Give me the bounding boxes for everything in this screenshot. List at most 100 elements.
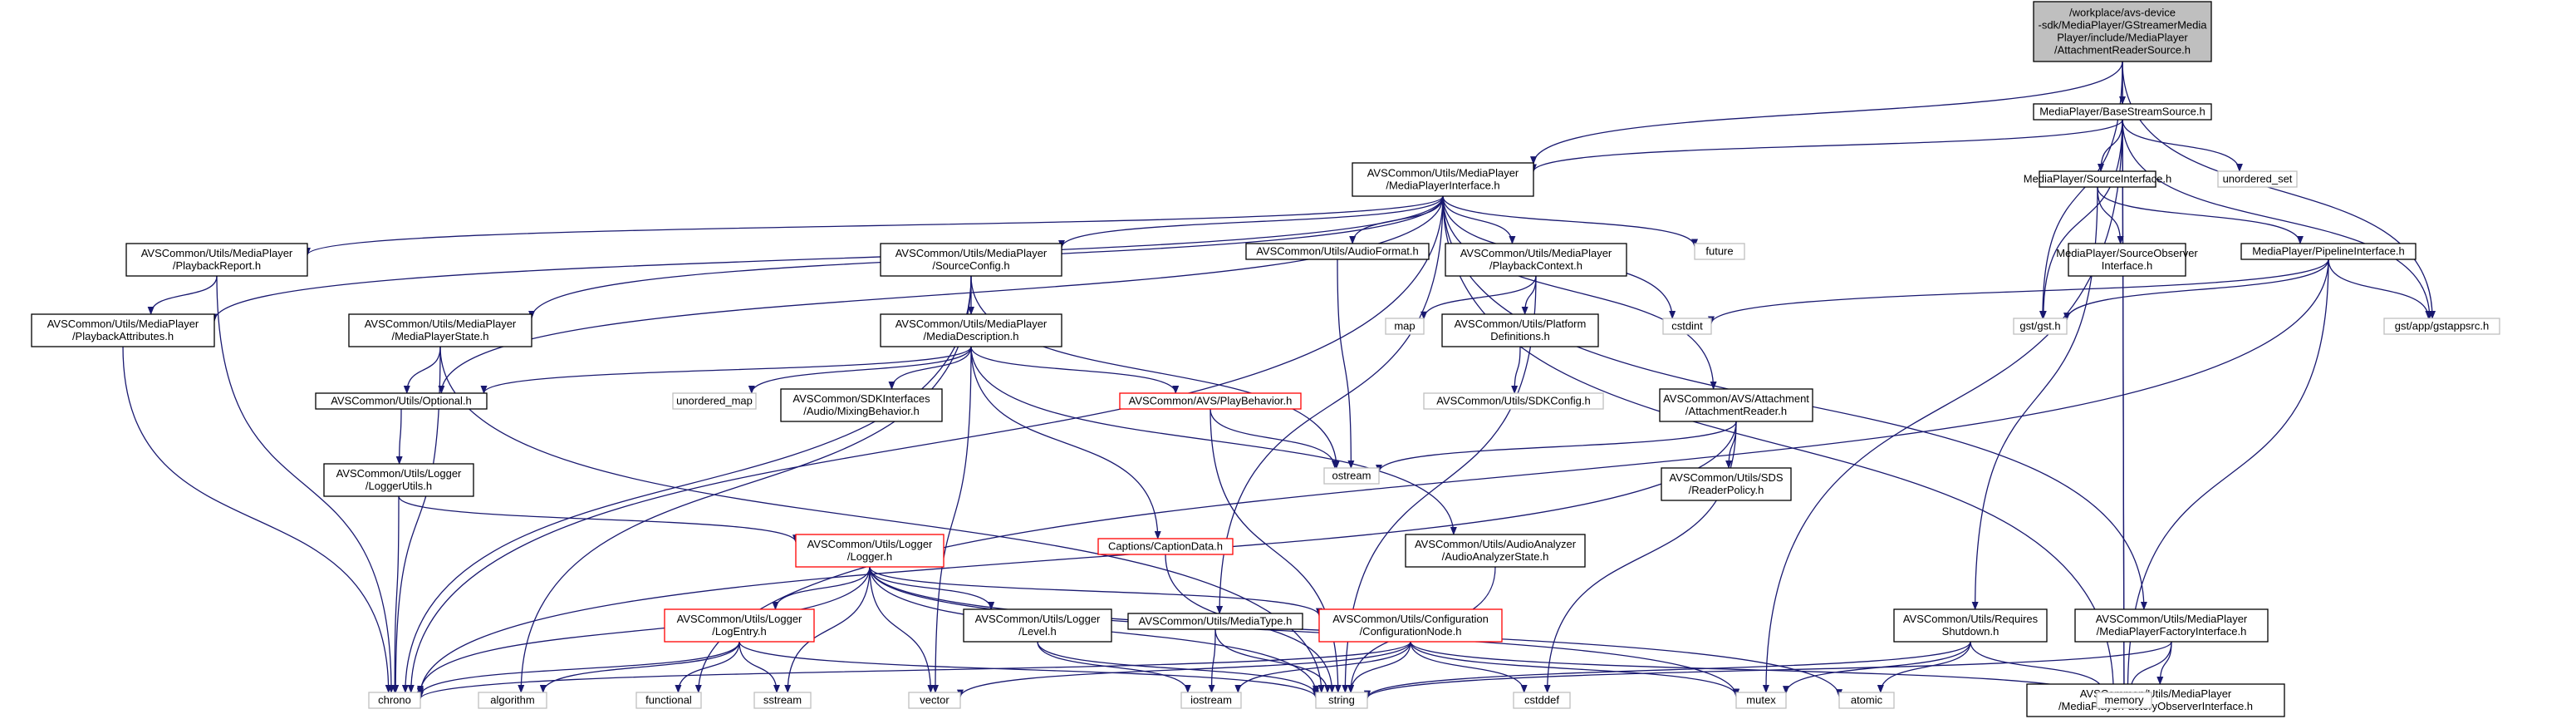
node-logger[interactable]: AVSCommon/Utils/Logger/Logger.h bbox=[795, 534, 945, 568]
node-label-iostream: iostream bbox=[1190, 694, 1232, 707]
node-label-playbackattr: AVSCommon/Utils/MediaPlayer bbox=[47, 318, 199, 330]
node-gst: gst/gst.h bbox=[2013, 318, 2068, 335]
edge-pipeline-to-cstdint bbox=[1708, 259, 2329, 325]
node-playbackctx[interactable]: AVSCommon/Utils/MediaPlayer/PlaybackCont… bbox=[1445, 243, 1627, 277]
node-box-string bbox=[1315, 692, 1368, 709]
edge-loggerutils-to-chrono bbox=[391, 495, 400, 693]
node-label-mixing: AVSCommon/SDKInterfaces bbox=[792, 392, 930, 405]
node-pipeline[interactable]: MediaPlayer/PipelineInterface.h bbox=[2240, 243, 2417, 260]
node-atomic: atomic bbox=[1838, 692, 1895, 709]
node-box-map bbox=[1385, 318, 1425, 335]
node-playbehavior[interactable]: AVSCommon/AVS/PlayBehavior.h bbox=[1119, 392, 1302, 410]
node-root[interactable]: /workplace/avs-device-sdk/MediaPlayer/GS… bbox=[2033, 1, 2212, 62]
node-box-functional bbox=[635, 692, 702, 709]
node-mediadesc[interactable]: AVSCommon/Utils/MediaPlayer/MediaDescrip… bbox=[880, 313, 1062, 347]
node-label-playbehavior: AVSCommon/AVS/PlayBehavior.h bbox=[1129, 395, 1293, 407]
node-label-sourceobs: Interface.h bbox=[2102, 259, 2152, 272]
edge-playbackattr-to-chrono bbox=[122, 346, 392, 693]
node-sstream: sstream bbox=[753, 692, 812, 709]
edge-logger-to-logentry bbox=[772, 566, 871, 610]
node-label-platformdefs: AVSCommon/Utils/Platform bbox=[1455, 318, 1587, 330]
node-mutex: mutex bbox=[1735, 692, 1787, 709]
node-mpfactoryobs[interactable]: AVSCommon/Utils/MediaPlayer/MediaPlayerF… bbox=[2026, 683, 2285, 717]
edge-mpi-to-chrono bbox=[407, 195, 1444, 693]
node-readerpolicy[interactable]: AVSCommon/Utils/SDS/ReaderPolicy.h bbox=[1661, 467, 1792, 501]
node-label-memory: memory bbox=[2105, 694, 2144, 707]
edge-pipeline-to-gstappsrc bbox=[2328, 259, 2432, 319]
node-label-unordered_map: unordered_map bbox=[676, 395, 753, 407]
node-captions[interactable]: Captions/CaptionData.h bbox=[1097, 538, 1234, 555]
node-label-sdkconfig: AVSCommon/Utils/SDKConfig.h bbox=[1436, 395, 1590, 407]
node-box-gstappsrc bbox=[2383, 318, 2500, 335]
node-cstdint: cstdint bbox=[1662, 318, 1712, 335]
edge-logentry-to-algorithm bbox=[539, 641, 740, 693]
node-mpi[interactable]: AVSCommon/Utils/MediaPlayer/MediaPlayerI… bbox=[1352, 162, 1534, 197]
node-attachreader[interactable]: AVSCommon/AVS/Attachment/AttachmentReade… bbox=[1659, 388, 1813, 422]
node-label-mpstate: /MediaPlayerState.h bbox=[391, 330, 488, 342]
node-box-mutex bbox=[1735, 692, 1787, 709]
node-loggerutils[interactable]: AVSCommon/Utils/Logger/LoggerUtils.h bbox=[323, 463, 474, 497]
node-label-basestream: MediaPlayer/BaseStreamSource.h bbox=[2039, 106, 2205, 118]
edge-logger-to-level bbox=[869, 566, 995, 610]
node-label-loggerutils: AVSCommon/Utils/Logger bbox=[336, 467, 462, 480]
node-label-mediadesc: AVSCommon/Utils/MediaPlayer bbox=[895, 318, 1048, 330]
node-playbackattr[interactable]: AVSCommon/Utils/MediaPlayer/PlaybackAttr… bbox=[31, 313, 215, 347]
node-mpfactory[interactable]: AVSCommon/Utils/MediaPlayer/MediaPlayerF… bbox=[2074, 608, 2269, 643]
edge-mediadesc-to-unordered_map bbox=[748, 346, 972, 394]
node-box-algorithm bbox=[478, 692, 547, 709]
edge-attachreader-to-chrono bbox=[417, 421, 1737, 697]
node-label-sstream: sstream bbox=[763, 694, 802, 707]
node-logentry[interactable]: AVSCommon/Utils/Logger/LogEntry.h bbox=[664, 608, 815, 643]
edge-logentry-to-sstream bbox=[738, 641, 780, 693]
edge-mediadesc-to-captions bbox=[970, 346, 1161, 539]
node-box-readerpolicy bbox=[1661, 467, 1792, 501]
edge-confignode-to-string bbox=[1347, 641, 1411, 693]
node-box-mpfactory bbox=[2074, 608, 2269, 643]
node-label-audioformat: AVSCommon/Utils/AudioFormat.h bbox=[1256, 245, 1419, 258]
node-label-root: Player/include/MediaPlayer bbox=[2057, 32, 2188, 44]
node-box-pipeline bbox=[2240, 243, 2417, 260]
edge-logger-to-sstream bbox=[784, 566, 871, 693]
edge-loggerutils-to-logger bbox=[398, 495, 799, 544]
node-confignode[interactable]: AVSCommon/Utils/Configuration/Configurat… bbox=[1318, 608, 1503, 643]
node-sourceiface[interactable]: MediaPlayer/SourceInterface.h bbox=[2024, 170, 2171, 188]
node-label-mpfactory: AVSCommon/Utils/MediaPlayer bbox=[2096, 613, 2248, 625]
edge-logger-to-chrono bbox=[417, 566, 871, 694]
edge-root-to-gstappsrc bbox=[2122, 61, 2436, 319]
edge-mediadesc-to-mixing bbox=[888, 346, 972, 390]
edge-level-to-iostream bbox=[1037, 641, 1191, 693]
node-mediatype[interactable]: AVSCommon/Utils/MediaType.h bbox=[1127, 613, 1303, 630]
node-label-mixing: /Audio/MixingBehavior.h bbox=[803, 405, 919, 417]
node-audioformat[interactable]: AVSCommon/Utils/AudioFormat.h bbox=[1245, 243, 1430, 260]
node-label-playbackreport: AVSCommon/Utils/MediaPlayer bbox=[141, 247, 293, 259]
node-chrono: chrono bbox=[368, 692, 421, 709]
node-analyzerstate[interactable]: AVSCommon/Utils/AudioAnalyzer/AudioAnaly… bbox=[1405, 534, 1586, 568]
node-box-logger bbox=[795, 534, 945, 568]
node-box-playbehavior bbox=[1119, 392, 1302, 410]
node-optional[interactable]: AVSCommon/Utils/Optional.h bbox=[315, 392, 488, 410]
edge-basestream-to-sourceiface bbox=[2097, 119, 2123, 172]
node-basestream[interactable]: MediaPlayer/BaseStreamSource.h bbox=[2033, 103, 2212, 121]
node-label-mpstate: AVSCommon/Utils/MediaPlayer bbox=[365, 318, 517, 330]
node-mixing[interactable]: AVSCommon/SDKInterfaces/Audio/MixingBeha… bbox=[780, 388, 943, 422]
node-mpstate[interactable]: AVSCommon/Utils/MediaPlayer/MediaPlayerS… bbox=[348, 313, 532, 347]
edge-playbackctx-to-string bbox=[1342, 275, 1537, 693]
node-label-level: /Level.h bbox=[1018, 625, 1057, 638]
edge-basestream-to-gst bbox=[2039, 119, 2123, 319]
edge-pipeline-to-functional bbox=[694, 259, 2329, 693]
node-label-functional: functional bbox=[645, 694, 692, 707]
node-label-sourceconfig: AVSCommon/Utils/MediaPlayer bbox=[895, 247, 1048, 259]
node-level[interactable]: AVSCommon/Utils/Logger/Level.h bbox=[963, 608, 1112, 643]
edge-confignode-to-mutex bbox=[1410, 641, 1739, 697]
node-box-sourceconfig bbox=[880, 243, 1062, 277]
node-playbackreport[interactable]: AVSCommon/Utils/MediaPlayer/PlaybackRepo… bbox=[125, 243, 308, 277]
edge-logentry-to-chrono bbox=[417, 641, 740, 697]
edge-mpi-to-optional bbox=[438, 195, 1444, 394]
node-functional: functional bbox=[635, 692, 702, 709]
node-box-sdkconfig bbox=[1423, 392, 1604, 410]
node-sourceconfig[interactable]: AVSCommon/Utils/MediaPlayer/SourceConfig… bbox=[880, 243, 1062, 277]
node-box-playbackattr bbox=[31, 313, 215, 347]
